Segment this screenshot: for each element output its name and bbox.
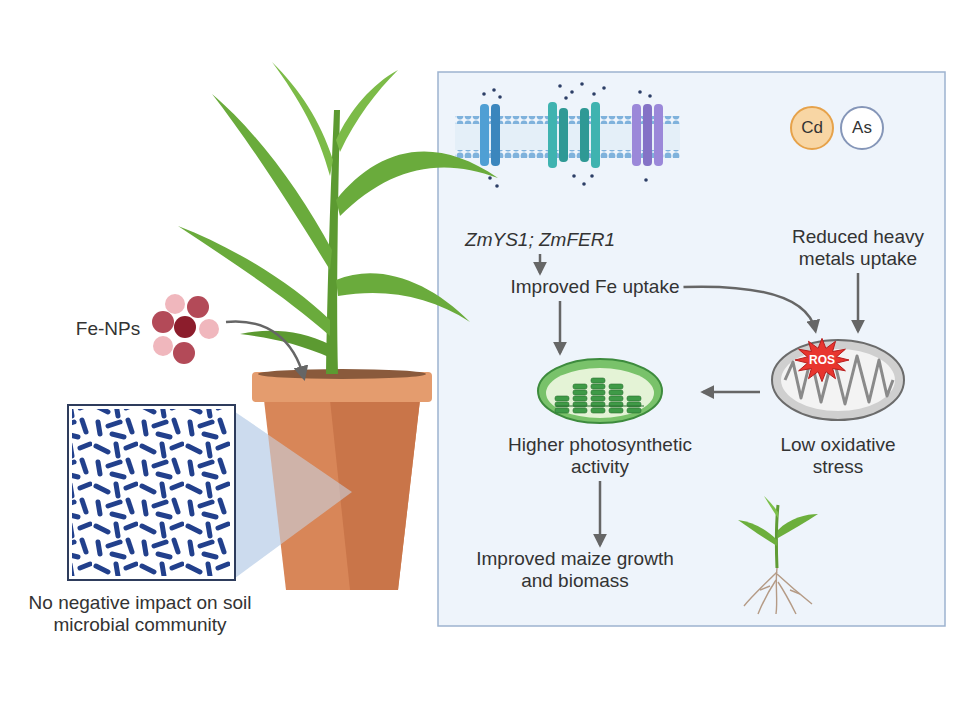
cadmium-circle: Cd bbox=[790, 106, 834, 150]
fe-nanoparticles bbox=[152, 294, 219, 364]
flow-arrow bbox=[703, 391, 760, 394]
application-arrow bbox=[226, 322, 304, 378]
particle-label: Fe-NPs bbox=[70, 318, 146, 340]
element-symbol: As bbox=[852, 117, 872, 139]
panel bbox=[438, 72, 945, 626]
caption-text: Reduced heavy metals uptake bbox=[773, 226, 943, 270]
chloroplast-node: Higher photosynthetic activity bbox=[500, 356, 700, 478]
chloroplast-icon bbox=[500, 356, 700, 426]
flow-arrow bbox=[599, 481, 602, 545]
chloroplast-graphic bbox=[500, 356, 700, 426]
caption-text: Low oxidative stress bbox=[763, 434, 913, 478]
element-symbol: Cd bbox=[801, 117, 823, 139]
ros-label: ROS bbox=[809, 353, 835, 367]
outcome-text: Improved maize growth and biomass bbox=[466, 548, 684, 592]
mitochondrion-graphic: ROS bbox=[763, 334, 913, 426]
maize-plant bbox=[178, 62, 498, 374]
gene-label: ZmYS1; ZmFER1 bbox=[465, 229, 615, 251]
arsenic-circle: As bbox=[840, 106, 884, 150]
mitochondrion-node: ROS Low oxidative stress bbox=[763, 334, 913, 478]
flow-arrow bbox=[857, 273, 860, 331]
caption-label: No negative impact on soil microbial com… bbox=[10, 592, 270, 636]
microbe-inset bbox=[68, 405, 235, 580]
caption-text: Improved maize growth and biomass bbox=[466, 548, 684, 592]
caption-text: Higher photosynthetic activity bbox=[500, 434, 700, 478]
seedling bbox=[738, 496, 818, 614]
flow-arrow bbox=[559, 301, 562, 353]
mitochondrion-icon bbox=[763, 334, 913, 426]
flow-arrow bbox=[539, 254, 542, 273]
process-text: Improved Fe uptake bbox=[511, 276, 680, 298]
process-text: Reduced heavy metals uptake bbox=[773, 226, 943, 270]
flow-arrow bbox=[683, 287, 815, 331]
caption-text: Improved Fe uptake bbox=[511, 276, 680, 298]
caption-text: ZmYS1; ZmFER1 bbox=[465, 229, 615, 251]
